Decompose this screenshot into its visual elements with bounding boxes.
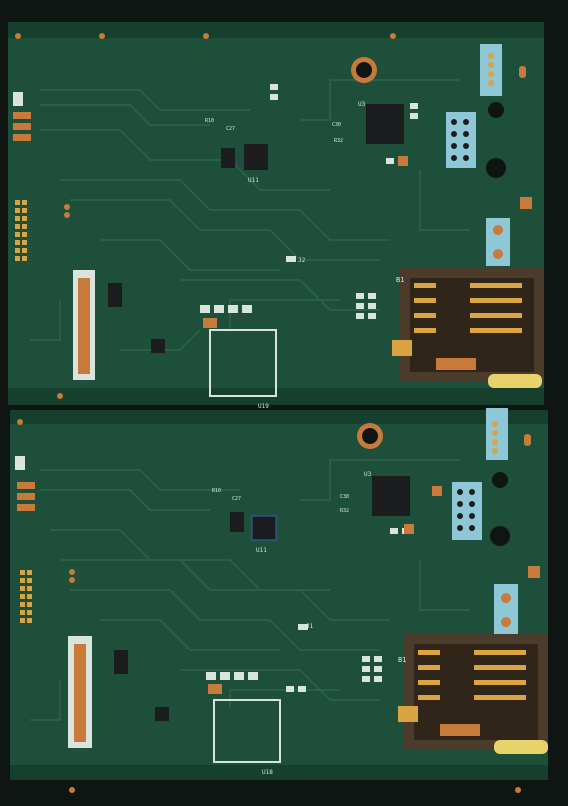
label-sticker-top-2 [446, 112, 476, 168]
label-sim-top: B1 [396, 276, 404, 284]
label-u-module-bottom: U18 [262, 769, 273, 776]
label-u3-top: U3 [358, 101, 366, 108]
label-u11-top: U11 [248, 177, 259, 184]
ic-u3-bottom [372, 476, 410, 516]
yellow-wire-bottom [494, 740, 548, 754]
label-sticker-bottom-2 [452, 482, 482, 540]
yellow-wire-top [488, 374, 542, 388]
module-u19-outline [209, 329, 277, 397]
label-u-module-top: U19 [258, 403, 269, 410]
pcb-board-bottom [0, 408, 568, 806]
label-u11-bottom: U11 [256, 547, 267, 554]
header-pins-top [15, 200, 27, 261]
label-r-a-top: R32 [334, 138, 343, 144]
label-c-a-top: C30 [332, 122, 341, 128]
label-c-b-bottom: C27 [232, 496, 241, 502]
label-j-top: J2 [298, 257, 306, 264]
ic-u11-top [244, 144, 268, 170]
label-sticker-top-1 [480, 44, 502, 96]
label-c-a-bottom: C30 [340, 494, 349, 500]
label-r-a-bottom: R32 [340, 508, 349, 514]
label-c-b-top: C27 [226, 126, 235, 132]
label-r-b-top: R10 [205, 118, 214, 124]
label-j-bottom: J1 [306, 623, 314, 630]
ic-u11-bottom [251, 515, 277, 541]
header-pins-bottom [20, 570, 32, 623]
module-u18-outline [213, 699, 281, 763]
pcb-board-top [8, 22, 544, 405]
label-u3-bottom: U3 [364, 471, 372, 478]
ic-u3-top [366, 104, 404, 144]
label-r-b-bottom: R10 [212, 488, 221, 494]
label-sim-bottom: B1 [398, 656, 406, 664]
